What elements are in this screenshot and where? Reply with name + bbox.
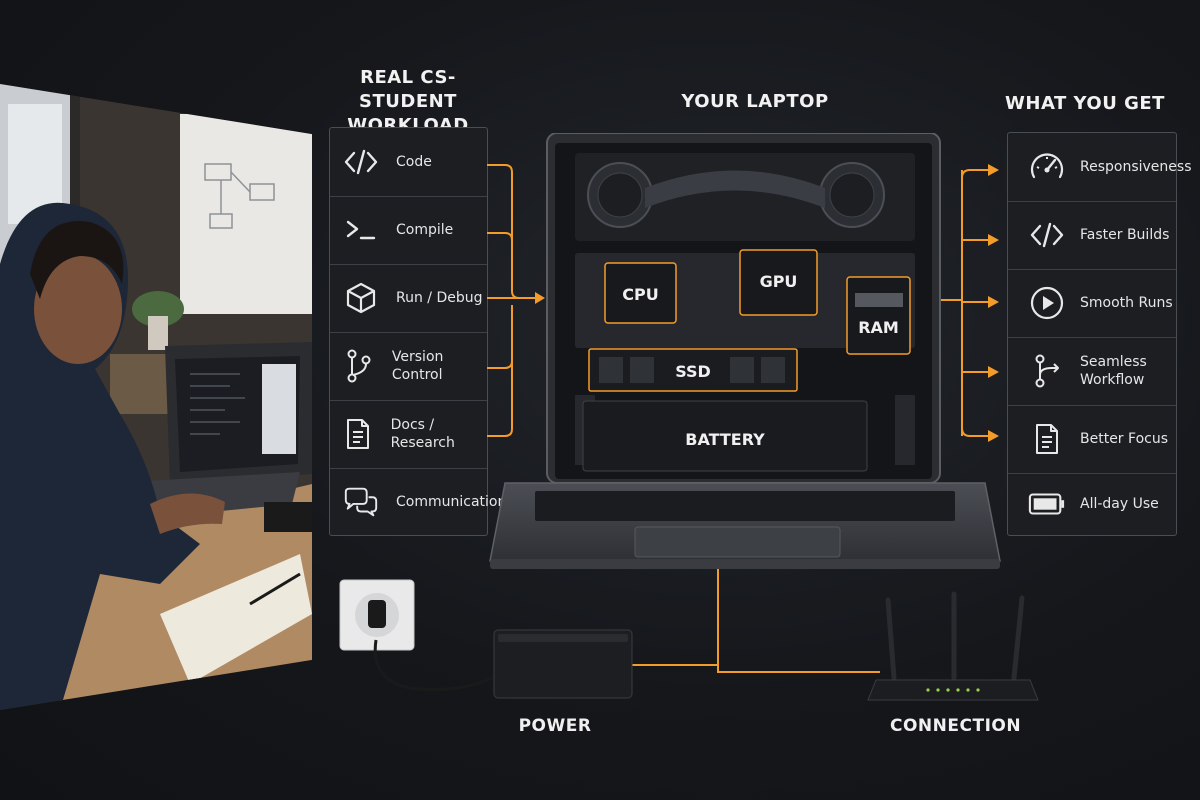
code-icon: [342, 143, 380, 181]
list-item-docs-research: Docs / Research: [330, 400, 487, 469]
benefit-label: Responsiveness: [1080, 159, 1192, 175]
cpu-chip: [604, 262, 677, 324]
list-item-smooth-runs: Smooth Runs: [1008, 269, 1176, 338]
list-item-run-debug: Run / Debug: [330, 264, 487, 333]
laptop-heading: YOUR LAPTOP: [681, 91, 829, 112]
code-icon: [1028, 216, 1066, 254]
connection-label: CONNECTION: [890, 716, 1022, 736]
workload-label: Code: [396, 154, 432, 170]
workload-label: Compile: [396, 222, 454, 238]
list-item-all-day-use: All-day Use: [1008, 473, 1176, 535]
play-icon: [1028, 284, 1066, 322]
benefit-label: Smooth Runs: [1080, 295, 1173, 311]
wall-socket-icon: [339, 579, 415, 651]
battery-icon: [1028, 485, 1066, 523]
ram-label: RAM: [858, 318, 899, 337]
battery-label: BATTERY: [685, 430, 765, 449]
list-item-communication: Communication: [330, 468, 506, 535]
workload-label: Version Control: [391, 349, 444, 383]
list-item-code: Code: [330, 128, 487, 197]
list-item-responsiveness: Responsiveness: [1008, 133, 1192, 202]
power-adapter-icon: [493, 629, 633, 699]
ram-chip: [846, 276, 911, 355]
benefits-heading: WHAT YOU GET: [1005, 93, 1165, 114]
battery-pack: [582, 400, 868, 472]
workload-heading: REAL CS-STUDENT WORKLOAD: [320, 66, 496, 138]
benefit-label: Seamless Workflow: [1080, 354, 1147, 388]
workload-label: Communication: [396, 493, 507, 510]
terminal-icon: [342, 211, 380, 249]
student-photo: [0, 84, 312, 710]
workload-label: Docs / Research: [390, 417, 455, 451]
list-item-faster-builds: Faster Builds: [1008, 201, 1176, 270]
workload-label: Run / Debug: [396, 290, 483, 306]
benefit-label: Better Focus: [1080, 431, 1168, 447]
list-item-compile: Compile: [330, 196, 487, 265]
gpu-label: GPU: [759, 272, 798, 291]
laptop-illustration: [489, 133, 1001, 569]
branch-icon: [1028, 352, 1066, 390]
ssd-label: SSD: [675, 362, 711, 381]
document-icon: [342, 415, 375, 453]
router-icon: [867, 591, 1039, 701]
benefit-label: All-day Use: [1080, 496, 1159, 512]
speedometer-icon: [1028, 148, 1066, 186]
benefit-label: Faster Builds: [1080, 227, 1170, 243]
list-item-better-focus: Better Focus: [1008, 405, 1176, 474]
chat-icon: [342, 483, 380, 521]
document-icon: [1028, 420, 1066, 458]
list-item-version-control: Version Control: [330, 332, 487, 401]
power-cable: [373, 639, 497, 691]
power-label: POWER: [518, 716, 592, 736]
branch-icon: [342, 347, 376, 385]
gpu-chip: [739, 249, 818, 316]
cpu-label: CPU: [622, 285, 659, 304]
benefits-panel: Responsiveness Faster Builds Smooth Runs…: [1007, 132, 1192, 536]
cube-icon: [342, 279, 380, 317]
workload-heading-line1: REAL CS-STUDENT: [359, 67, 457, 112]
workload-panel: Code Compile Run / Debug Version Control…: [329, 127, 506, 536]
list-item-seamless-workflow: Seamless Workflow: [1008, 337, 1176, 406]
